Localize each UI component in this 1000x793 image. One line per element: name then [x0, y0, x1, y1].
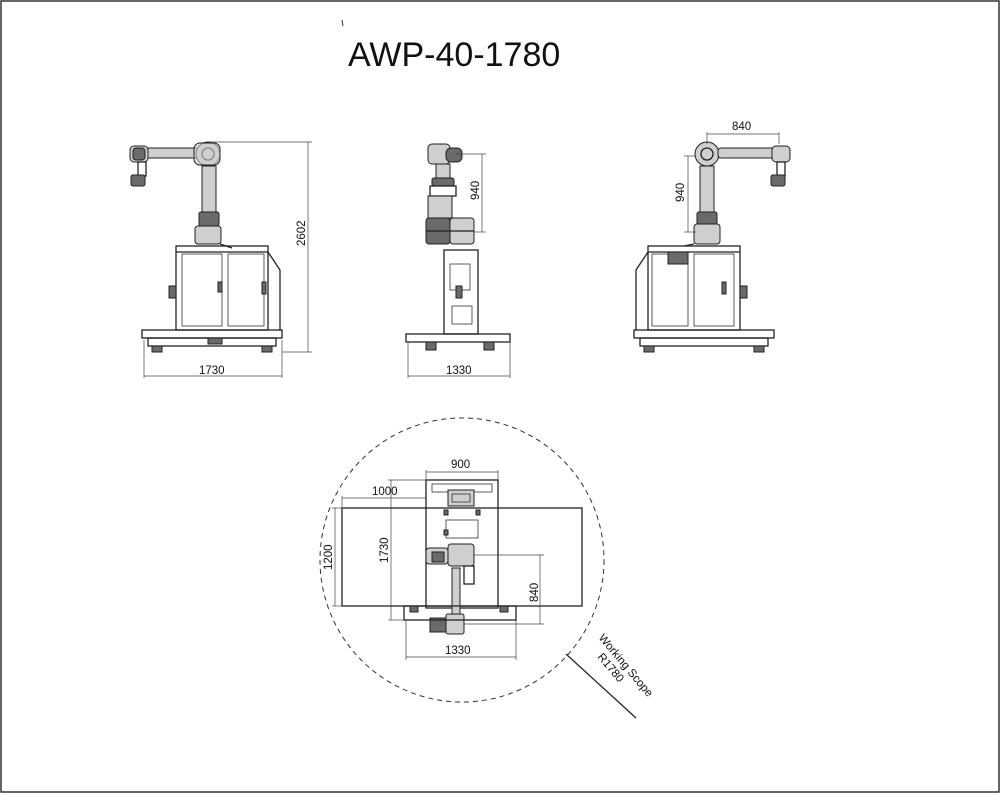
- working-scope-label: Working Scope R1780: [595, 632, 655, 699]
- dim-top-base-1330: 1330: [445, 645, 471, 657]
- dim-top-depth-1730: 1730: [379, 537, 391, 563]
- dim-top-depth-1200: 1200: [323, 544, 335, 570]
- front-view: [405, 143, 511, 378]
- dim-top-offset-1000: 1000: [372, 486, 398, 498]
- dim-side-left-height: 2602: [296, 220, 308, 246]
- dim-side-left-width: 1730: [199, 365, 225, 377]
- working-scope-circle: [319, 417, 605, 703]
- stray-mark: [341, 19, 344, 27]
- working-scope-leader: [565, 653, 637, 719]
- dim-front-height: 940: [470, 181, 482, 200]
- dim-front-width: 1330: [446, 365, 472, 377]
- dim-side-right-height: 940: [675, 183, 687, 202]
- dim-side-right-reach: 840: [732, 121, 751, 133]
- dim-top-reach-840: 840: [529, 583, 541, 602]
- top-view: [319, 417, 637, 719]
- side-view-right: [633, 132, 791, 353]
- drawing-title: AWP-40-1780: [348, 36, 560, 74]
- side-view-left: [129, 141, 312, 378]
- dim-top-width-900: 900: [451, 459, 470, 471]
